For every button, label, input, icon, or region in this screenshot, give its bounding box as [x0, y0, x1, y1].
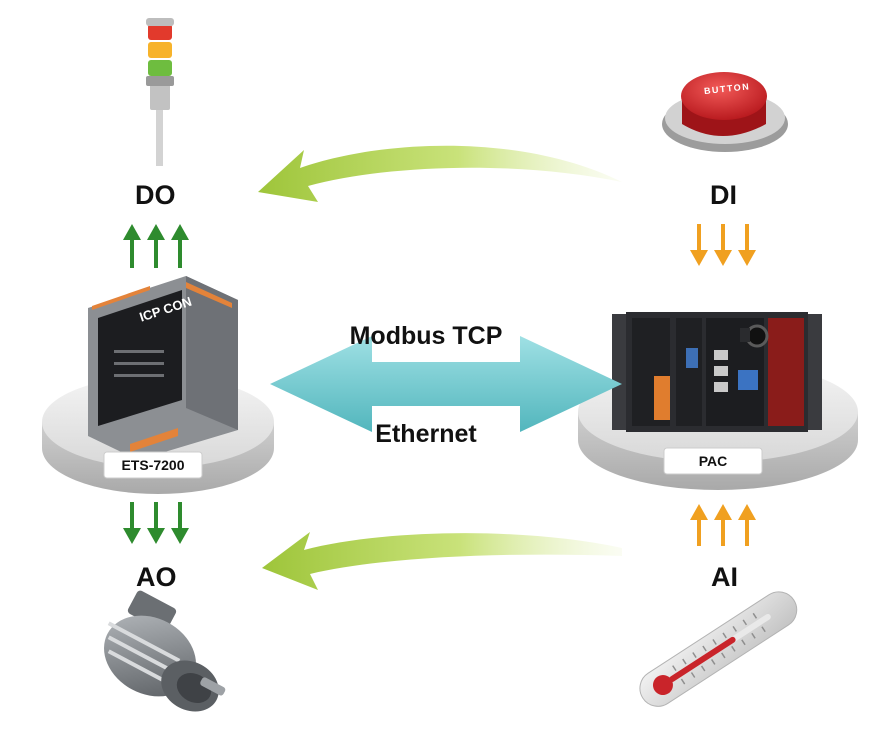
push-button-icon: BUTTON — [662, 72, 788, 152]
flow-arrow-di-to-do — [258, 145, 622, 202]
pac-tag: PAC — [663, 447, 763, 475]
ets-7200-tag: ETS-7200 — [103, 451, 203, 479]
di-label: DI — [710, 180, 737, 210]
ets-7200-module: ICP CON — [88, 276, 238, 460]
motor-icon — [104, 590, 226, 712]
ai-label: AI — [711, 562, 738, 592]
up-arrow-icon — [147, 224, 165, 268]
tower-light-icon — [146, 18, 174, 166]
di-input-arrows — [690, 224, 756, 266]
down-arrow-icon — [123, 502, 141, 544]
do-output-arrows — [123, 224, 189, 268]
pac-label: PAC — [699, 453, 728, 469]
down-arrow-icon — [147, 502, 165, 544]
ao-label: AO — [136, 562, 177, 592]
up-arrow-icon — [123, 224, 141, 268]
down-arrow-icon — [714, 224, 732, 266]
up-arrow-icon — [714, 504, 732, 546]
flow-arrow-ai-to-ao — [262, 532, 622, 590]
ai-input-arrows — [690, 504, 756, 546]
button-cap-text: BUTTON — [703, 81, 750, 96]
ets-7200-label: ETS-7200 — [121, 457, 184, 473]
up-arrow-icon — [738, 504, 756, 546]
medium-label: Ethernet — [375, 420, 477, 448]
down-arrow-icon — [690, 224, 708, 266]
up-arrow-icon — [690, 504, 708, 546]
up-arrow-icon — [171, 224, 189, 268]
protocol-label: Modbus TCP — [350, 322, 503, 350]
thermometer-icon — [639, 591, 798, 707]
modbus-link-arrow — [270, 336, 622, 432]
do-label: DO — [135, 180, 176, 210]
down-arrow-icon — [738, 224, 756, 266]
pac-controller — [612, 312, 822, 432]
ao-output-arrows — [123, 502, 189, 544]
down-arrow-icon — [171, 502, 189, 544]
